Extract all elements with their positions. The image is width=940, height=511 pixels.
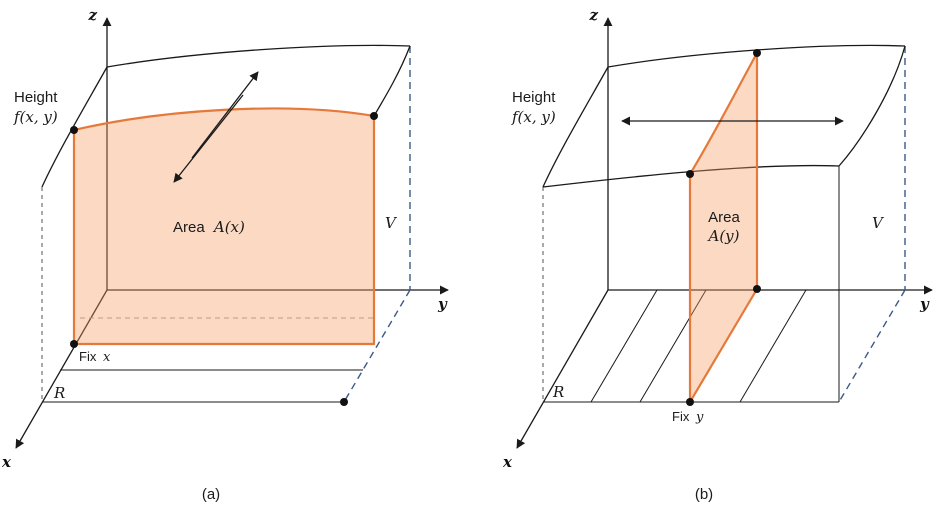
slice-area-ay [688,51,759,404]
area-label-word: Area [708,209,740,226]
fix-label-word: Fix [672,409,690,424]
region-label: R [53,384,65,402]
region-label: R [552,383,564,401]
z-axis-label: z [588,6,598,24]
region-interior-line-3 [739,289,807,403]
fix-label-math: y [695,410,704,425]
slice-top-front-dot [686,170,694,178]
y-axis-label: y [919,295,930,313]
base-front-right-dot [340,398,348,406]
z-axis-label: z [87,6,97,24]
slice-top-left-dot [70,126,78,134]
height-label-math: f(x, y) [511,108,556,126]
surface-back-curve [106,44,411,68]
region-interior-line-1 [590,289,658,403]
surface-front-curve [542,164,840,188]
x-axis-label: x [1,453,12,471]
y-axis-label: y [437,295,448,313]
fix-label-math: x [103,350,111,365]
slice-top-back-dot [753,49,761,57]
fix-y-dot [686,398,694,406]
surface-right-edge-curve [838,45,906,167]
surface-left-edge-curve [542,66,609,188]
fix-x-dot [70,340,78,348]
hidden-base-right-edge [838,289,906,403]
fix-y-label: Fix y [672,409,704,425]
height-label-word: Height [14,89,58,106]
volume-label: V [385,214,398,232]
surface-back-curve [607,44,906,68]
slice-top-right-dot [370,112,378,120]
fix-x-label: Fix x [79,349,111,365]
fix-label-word: Fix [79,349,97,364]
region-interior-line-2 [639,289,707,403]
caption-a: (a) [202,486,220,503]
x-axis [15,289,108,449]
area-label: Area A(x) [173,218,245,236]
slice-bottom-back-dot [753,285,761,293]
volume-label: V [872,214,885,232]
area-label-math: A(x) [212,218,245,236]
panel-b: z y x Height f(x, y) Area A(y) V R Fix y… [502,6,933,503]
panel-a: z y x Height f(x, y) Area A(x) V R Fix x… [1,6,449,503]
surface-right-edge-curve [373,45,411,117]
height-label-word: Height [512,89,556,106]
x-axis [516,289,609,449]
sweep-arrow-front [173,94,244,183]
caption-b: (b) [695,486,713,503]
sweep-arrow-back [191,71,259,159]
x-axis-label: x [502,453,513,471]
height-label-math: f(x, y) [13,108,58,126]
area-label-word: Area [173,219,205,236]
hidden-base-right-edge [343,289,411,403]
area-label-math: A(y) [706,227,739,245]
